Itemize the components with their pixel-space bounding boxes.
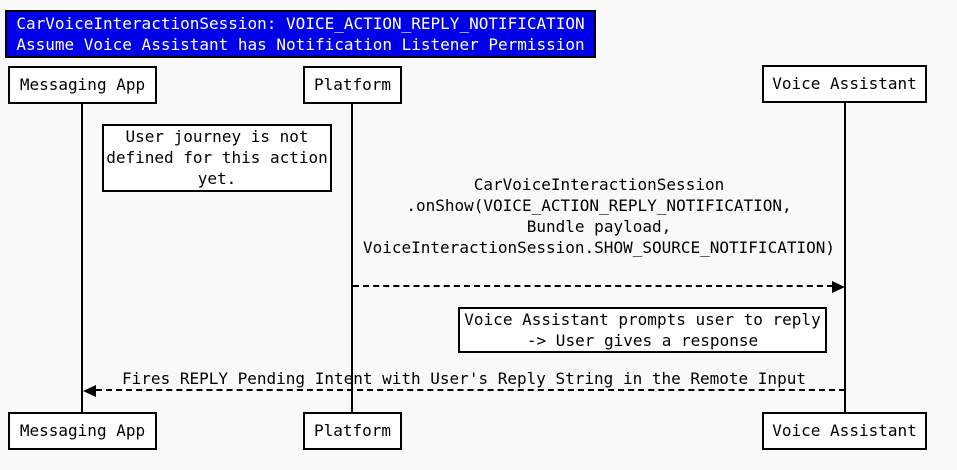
arrow-left-icon <box>83 385 96 397</box>
note-user-journey: User journey is not defined for this act… <box>102 124 332 192</box>
message-line: Bundle payload, <box>526 217 672 236</box>
participant-voice-assistant-bottom: Voice Assistant <box>762 412 927 450</box>
lifeline-messaging-app <box>81 103 83 412</box>
participant-label: Platform <box>313 75 392 94</box>
participant-messaging-app-top: Messaging App <box>8 66 157 104</box>
participant-label: Messaging App <box>19 75 146 94</box>
lifeline-voice-assistant <box>844 103 846 412</box>
diagram-title: CarVoiceInteractionSession: VOICE_ACTION… <box>5 10 596 58</box>
note-line: User journey is not <box>125 127 309 146</box>
lifeline-platform <box>351 103 353 412</box>
participant-platform-bottom: Platform <box>303 412 402 450</box>
participant-label: Voice Assistant <box>772 421 917 440</box>
note-line: -> User gives a response <box>526 331 759 350</box>
message-onshow-arrow-line <box>353 285 833 287</box>
message-onshow-label: CarVoiceInteractionSession .onShow(VOICE… <box>353 174 845 258</box>
participant-label: Voice Assistant <box>772 74 917 93</box>
message-line: Fires REPLY Pending Intent with User's R… <box>122 369 806 388</box>
note-line: Voice Assistant prompts user to reply <box>464 310 821 329</box>
message-line: VoiceInteractionSession.SHOW_SOURCE_NOTI… <box>362 238 835 257</box>
note-line: yet. <box>197 169 237 188</box>
participant-platform-top: Platform <box>303 66 402 104</box>
participant-label: Platform <box>313 421 392 440</box>
title-line-2: Assume Voice Assistant has Notification … <box>16 35 585 54</box>
participant-voice-assistant-top: Voice Assistant <box>762 65 927 103</box>
participant-messaging-app-bottom: Messaging App <box>8 412 157 450</box>
title-line-1: CarVoiceInteractionSession: VOICE_ACTION… <box>16 14 585 33</box>
participant-label: Messaging App <box>19 421 146 440</box>
message-line: .onShow(VOICE_ACTION_REPLY_NOTIFICATION, <box>406 196 792 215</box>
note-voice-assistant-prompt: Voice Assistant prompts user to reply ->… <box>458 307 827 353</box>
message-line: CarVoiceInteractionSession <box>473 175 725 194</box>
note-line: defined for this action <box>106 148 328 167</box>
arrow-right-icon <box>832 281 845 293</box>
message-reply-intent-arrow-line <box>96 389 845 391</box>
message-reply-intent-label: Fires REPLY Pending Intent with User's R… <box>83 368 845 389</box>
